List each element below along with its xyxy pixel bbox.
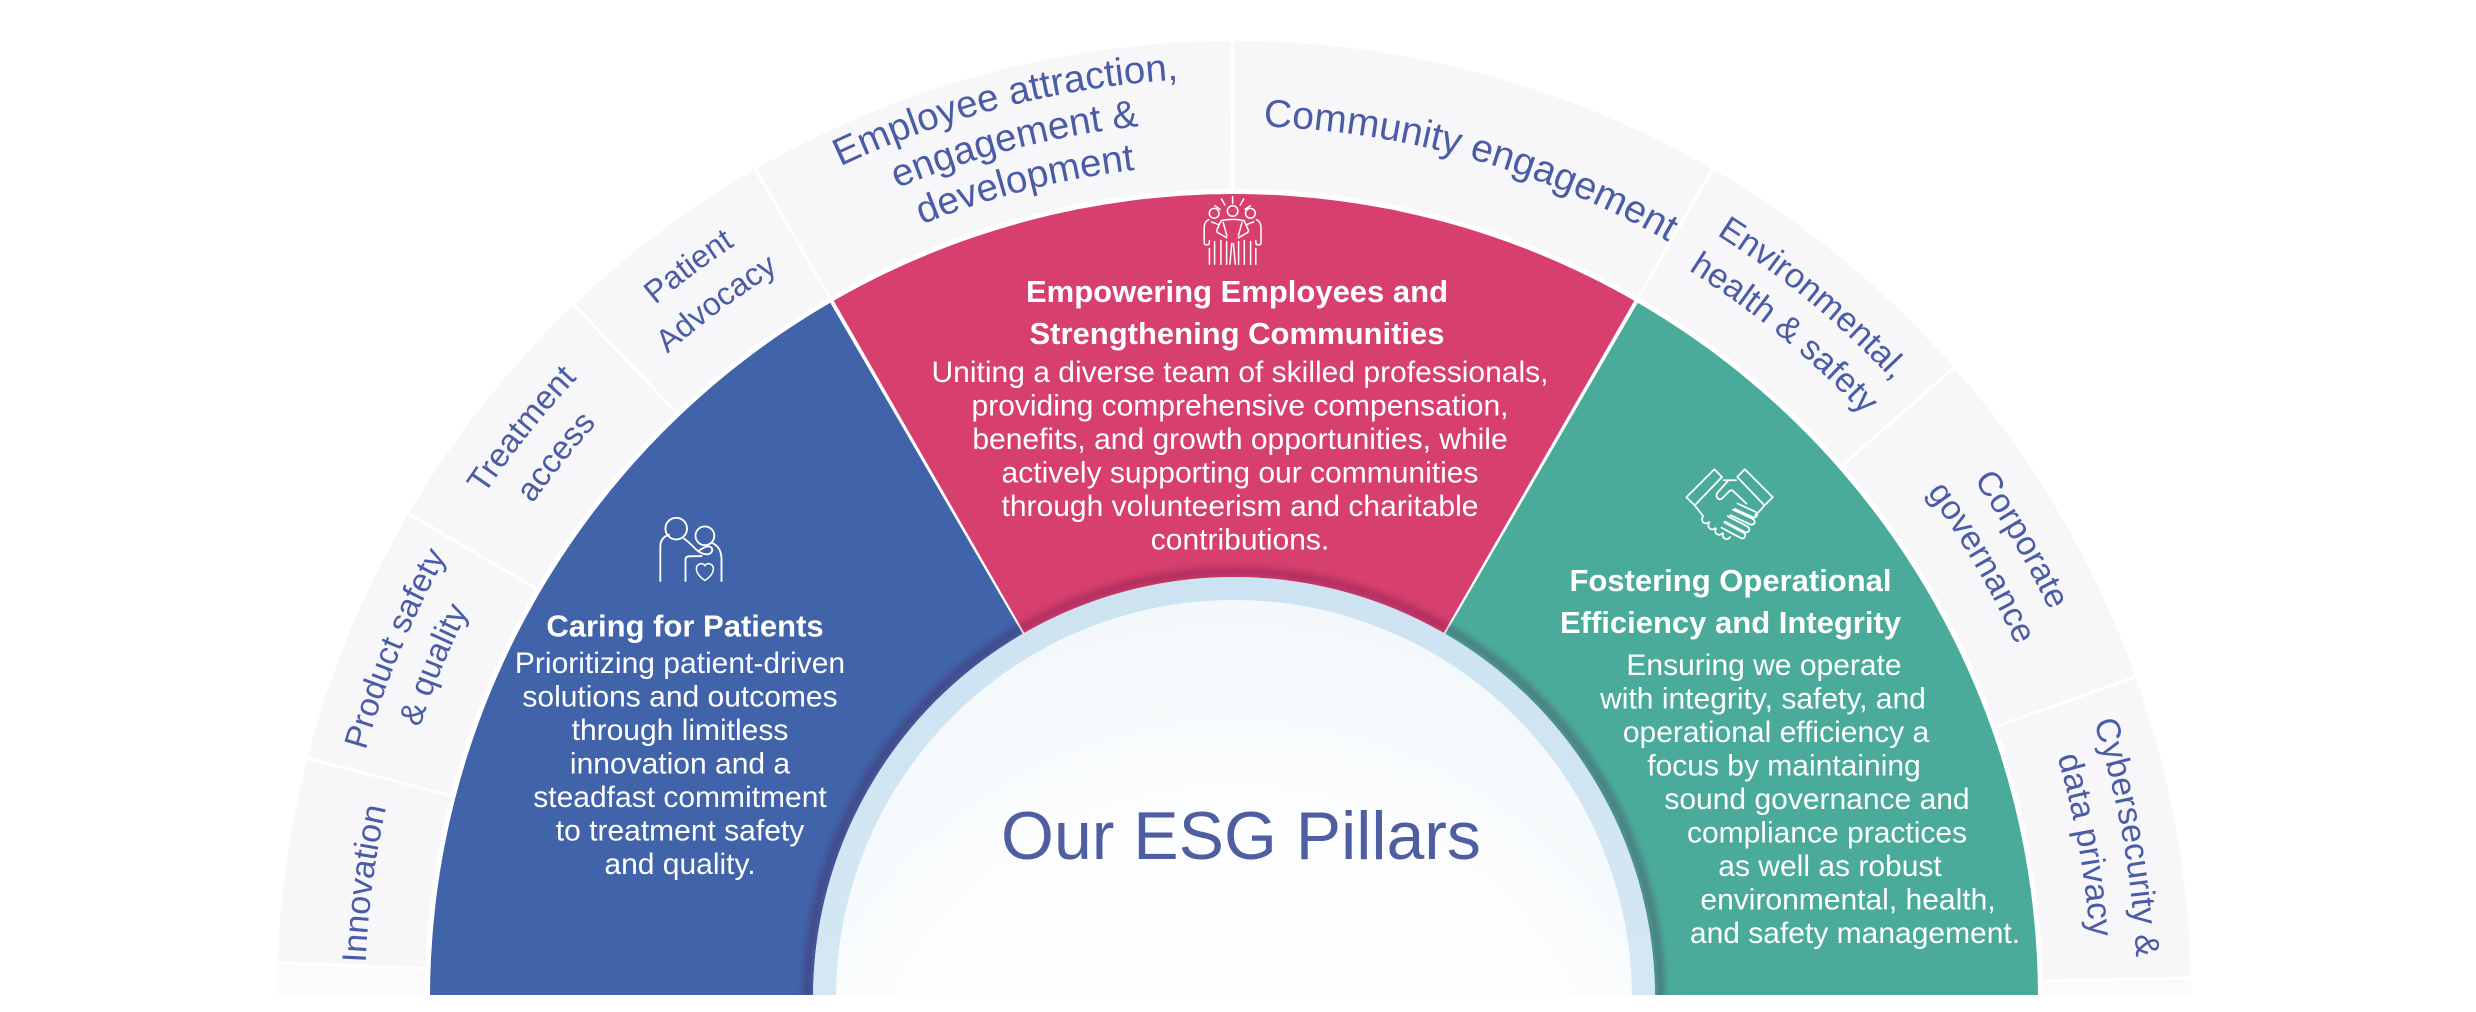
svg-text:Our ESG Pillars: Our ESG Pillars xyxy=(1001,798,1481,874)
svg-text:providing comprehensive compen: providing comprehensive compensation, xyxy=(972,390,1509,423)
svg-text:to treatment safety: to treatment safety xyxy=(556,815,804,848)
svg-text:through limitless: through limitless xyxy=(572,714,789,747)
svg-text:through volunteerism and chari: through volunteerism and charitable xyxy=(1002,490,1479,523)
svg-text:sound governance and: sound governance and xyxy=(1664,783,1969,816)
svg-text:Uniting a diverse team of skil: Uniting a diverse team of skilled profes… xyxy=(932,356,1549,389)
svg-text:benefits, and growth opportuni: benefits, and growth opportunities, whil… xyxy=(972,423,1507,456)
svg-text:Empowering Employees and: Empowering Employees and xyxy=(1026,274,1448,309)
svg-text:and quality.: and quality. xyxy=(604,848,755,881)
svg-text:innovation and a: innovation and a xyxy=(570,748,790,781)
svg-text:Strengthening Communities: Strengthening Communities xyxy=(1029,316,1444,351)
svg-text:compliance practices: compliance practices xyxy=(1687,817,1967,850)
svg-text:Efficiency and Integrity: Efficiency and Integrity xyxy=(1560,605,1902,640)
svg-text:focus by maintaining: focus by maintaining xyxy=(1647,750,1921,783)
svg-text:with integrity, safety, and: with integrity, safety, and xyxy=(1599,683,1926,716)
svg-text:operational efficiency a: operational efficiency a xyxy=(1623,716,1930,749)
svg-text:solutions and outcomes: solutions and outcomes xyxy=(522,681,837,714)
svg-text:and safety management.: and safety management. xyxy=(1690,917,2020,950)
svg-text:Prioritizing patient-driven: Prioritizing patient-driven xyxy=(515,647,845,680)
svg-text:actively supporting our commun: actively supporting our communities xyxy=(1002,457,1479,490)
svg-text:Ensuring we operate: Ensuring we operate xyxy=(1626,649,1901,682)
svg-text:contributions.: contributions. xyxy=(1151,524,1329,557)
svg-text:Fostering Operational: Fostering Operational xyxy=(1569,563,1891,598)
svg-text:steadfast commitment: steadfast commitment xyxy=(533,781,827,814)
svg-text:environmental, health,: environmental, health, xyxy=(1700,884,1995,917)
svg-text:as well as robust: as well as robust xyxy=(1718,850,1942,883)
svg-text:Caring for Patients: Caring for Patients xyxy=(546,609,823,644)
